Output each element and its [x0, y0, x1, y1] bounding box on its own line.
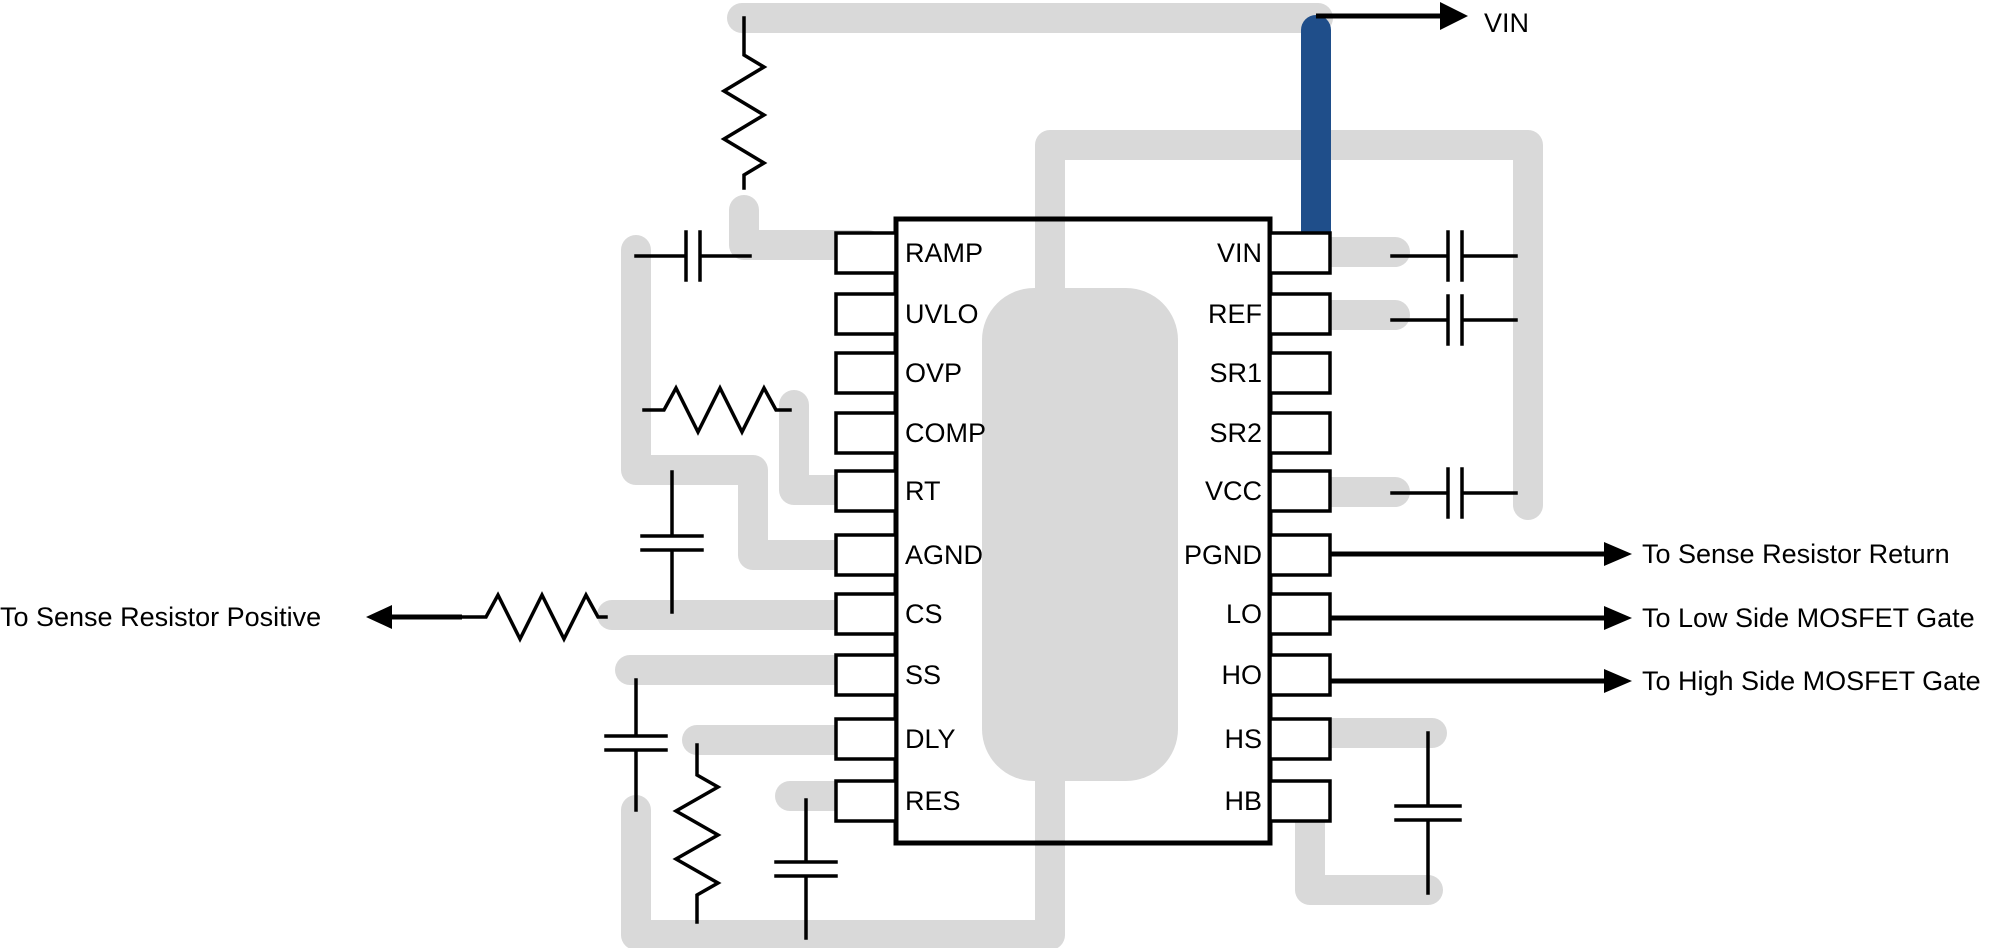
capacitor-ss	[604, 678, 668, 812]
resistor-cs	[458, 591, 608, 643]
signal-arrows	[366, 2, 1632, 693]
capacitor-ramp	[634, 230, 752, 282]
low-side-gate-arrow-head	[1604, 606, 1632, 630]
left-pin-pads	[834, 231, 898, 823]
net-label-low-side-gate: To Low Side MOSFET Gate	[1642, 603, 1975, 633]
pin-pad-lo	[1268, 592, 1332, 636]
pin-label-uvlo: UVLO	[905, 299, 979, 329]
pin-pad-hs	[1268, 717, 1332, 761]
pin-label-vin: VIN	[1217, 238, 1262, 268]
trace-agnd-loop	[621, 235, 883, 570]
resistor-dly	[672, 743, 722, 924]
pin-pad-sr1	[1268, 351, 1332, 395]
sense-return-arrow-head	[1604, 542, 1632, 566]
trace-ramp	[729, 195, 883, 260]
sense-positive-arrow-head	[366, 605, 392, 629]
capacitor-comp	[640, 470, 704, 614]
pin-label-comp: COMP	[905, 418, 986, 448]
pin-pad-comp	[834, 411, 898, 455]
components	[458, 16, 1518, 940]
pin-pad-hb	[1268, 779, 1332, 823]
pin-pad-pgnd	[1268, 533, 1332, 577]
pin-pad-vin	[1268, 231, 1332, 275]
pin-pad-ramp	[834, 231, 898, 275]
left-pin-labels: RAMP UVLO OVP COMP RT AGND CS SS DLY RES	[905, 238, 986, 816]
pin-label-agnd: AGND	[905, 540, 983, 570]
pin-pad-ho	[1268, 653, 1332, 697]
ic-package: RAMP UVLO OVP COMP RT AGND CS SS DLY RES…	[834, 216, 1332, 846]
pin-pad-rt	[834, 469, 898, 513]
net-labels: VIN To Sense Resistor Return To Low Side…	[0, 8, 1981, 696]
high-side-gate-arrow-head	[1604, 669, 1632, 693]
pin-label-pgnd: PGND	[1184, 540, 1262, 570]
pin-label-ss: SS	[905, 660, 941, 690]
right-pin-labels: VIN REF SR1 SR2 VCC PGND LO HO HS HB	[1184, 238, 1262, 816]
exposed-pad	[982, 288, 1178, 781]
ic-body	[893, 216, 1273, 846]
vin-arrow-head	[1440, 2, 1468, 30]
net-label-sense-positive: To Sense Resistor Positive	[0, 602, 321, 632]
pin-label-dly: DLY	[905, 724, 956, 754]
pin-label-lo: LO	[1226, 599, 1262, 629]
pin-label-hb: HB	[1224, 786, 1262, 816]
pin-label-hs: HS	[1224, 724, 1262, 754]
capacitor-bootstrap	[1394, 731, 1462, 895]
pin-pad-ovp	[834, 351, 898, 395]
pin-pad-res	[834, 779, 898, 823]
pin-pad-sr2	[1268, 411, 1332, 455]
pin-label-ovp: OVP	[905, 358, 962, 388]
pin-label-cs: CS	[905, 599, 943, 629]
pin-label-ho: HO	[1222, 660, 1263, 690]
pin-label-vcc: VCC	[1205, 476, 1262, 506]
pin-label-rt: RT	[905, 476, 941, 506]
capacitor-res	[774, 798, 838, 940]
pin-pad-vcc	[1268, 469, 1332, 513]
net-label-sense-return: To Sense Resistor Return	[1642, 539, 1950, 569]
pin-pad-dly	[834, 717, 898, 761]
resistor-comp	[642, 384, 792, 436]
pin-pad-agnd	[834, 533, 898, 577]
pin-label-ramp: RAMP	[905, 238, 983, 268]
pin-label-sr2: SR2	[1209, 418, 1262, 448]
capacitor-vcc-bypass	[1390, 467, 1518, 519]
pin-pad-cs	[834, 592, 898, 636]
capacitor-ref-bypass	[1390, 294, 1518, 346]
pin-pad-ss	[834, 653, 898, 697]
capacitor-vin-bypass	[1390, 230, 1518, 282]
pin-pad-ref	[1268, 292, 1332, 336]
right-pin-pads	[1268, 231, 1332, 823]
pin-label-res: RES	[905, 786, 961, 816]
resistor-ramp-vin	[720, 16, 768, 190]
pin-label-ref: REF	[1208, 299, 1262, 329]
net-label-vin: VIN	[1484, 8, 1529, 38]
pin-label-sr1: SR1	[1209, 358, 1262, 388]
trace-hb	[1295, 793, 1443, 905]
pin-pad-uvlo	[834, 292, 898, 336]
net-label-high-side-gate: To High Side MOSFET Gate	[1642, 666, 1981, 696]
